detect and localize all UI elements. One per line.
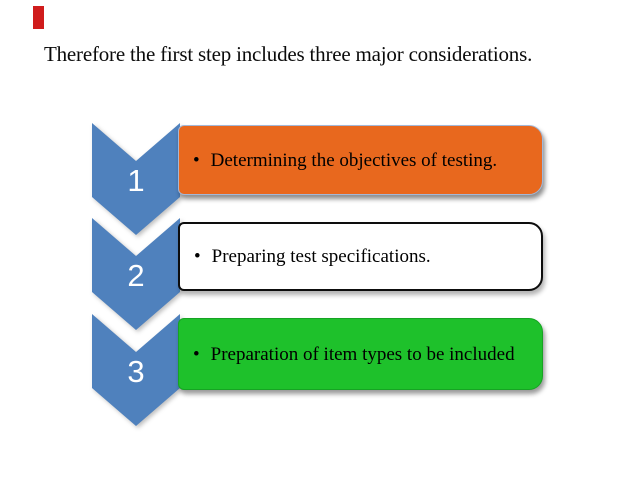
chevron-down-shape-1 — [92, 123, 180, 235]
step-box-2-content: • Preparing test specifications. — [180, 244, 443, 269]
chevron-down-shape-2 — [92, 218, 180, 330]
step-box-1: • Determining the objectives of testing. — [178, 125, 543, 195]
step-number-2: 2 — [127, 258, 145, 293]
step-box-3-label: Preparation of item types to be included — [210, 343, 515, 365]
chevron-down-shape-3 — [92, 314, 180, 426]
step-box-1-label: Determining the objectives of testing. — [210, 149, 498, 171]
bullet-icon: • — [193, 343, 200, 365]
step-number-3: 3 — [127, 354, 145, 389]
step-box-2-label: Preparing test specifications. — [211, 246, 431, 267]
chevron-down-icon — [92, 314, 180, 426]
step-box-3-content: • Preparation of item types to be includ… — [179, 342, 527, 367]
bullet-icon: • — [193, 149, 200, 171]
step-number-1: 1 — [127, 163, 145, 198]
slide-title: Therefore the first step includes three … — [44, 42, 533, 66]
chevron-down-icon — [92, 123, 180, 235]
bullet-icon: • — [194, 246, 201, 267]
chevron-down-icon — [92, 218, 180, 330]
step-box-2: • Preparing test specifications. — [178, 222, 543, 291]
step-box-3: • Preparation of item types to be includ… — [178, 318, 543, 390]
red-marker — [33, 6, 44, 29]
step-box-1-content: • Determining the objectives of testing. — [179, 148, 509, 173]
